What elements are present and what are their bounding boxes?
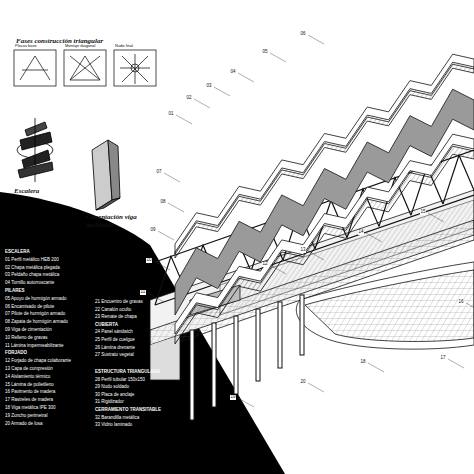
roof-layers (175, 54, 474, 344)
leader-line (308, 383, 324, 392)
legend-item: 12 Forjado de chapa colaborante (5, 359, 71, 364)
leader-line (270, 53, 286, 62)
legend-item: 26 Lámina drenante (95, 346, 135, 351)
legend-item: FORJADO (5, 351, 27, 356)
legend-item: CUBIERTA (95, 323, 118, 328)
callout-number: 13 (300, 248, 306, 253)
legend-item: 14 Aislamiento térmico (5, 375, 50, 380)
legend-item: 16 Pavimento de madera (5, 390, 55, 395)
legend-item: 10 Relleno de gravas (5, 336, 48, 341)
callout-number: 11 (140, 290, 146, 295)
legend-item: 13 Capa de compresión (5, 367, 53, 372)
truss-diagonal (443, 155, 474, 204)
callout-number: 17 (440, 356, 446, 361)
leader-line (194, 99, 210, 108)
callout-number: 04 (230, 70, 236, 75)
callout-number: 08 (160, 200, 166, 205)
legend-item: PILARES (5, 289, 25, 294)
legend-item: 27 Sustrato vegetal (95, 353, 134, 358)
legend-item: 05 Apoyo de hormigón armado (5, 297, 67, 302)
leader-line (308, 251, 324, 260)
callout-number: 18 (360, 360, 366, 365)
legend-item: Placas base (15, 44, 37, 48)
legend-item: 30 Placa de anclaje (95, 393, 134, 398)
legend-item: 18 Viga metálica IPE 300 (5, 406, 55, 411)
callout-number: 19 (230, 395, 236, 400)
pillar (300, 295, 304, 355)
pillar (278, 302, 282, 368)
legend-item: 33 Vidrio laminado (95, 423, 132, 428)
legend-item: 17 Rastreles de madera (5, 398, 53, 403)
callout-number: 09 (150, 228, 156, 233)
legend-item: 25 Perfil de cuelgue (95, 338, 135, 343)
leader-line (158, 231, 174, 240)
legend-item: ESCALERA (5, 250, 30, 255)
callout-number: 02 (186, 96, 192, 101)
legend-item: 11 Lámina impermeabilizante (5, 344, 63, 349)
legend-item: 20 Armado de losa (5, 422, 43, 427)
callout-number: 07 (156, 170, 162, 175)
leader-line (214, 87, 230, 96)
legend-item: 15 Lámina de polietileno (5, 383, 54, 388)
legend-item: 01 Perfil metálico HEB 200 (5, 258, 59, 263)
legend-item: 28 Perfil tubular 150x150 (95, 378, 145, 383)
callout-number: 14 (358, 230, 364, 235)
callout-number: 10 (146, 258, 152, 263)
pillar (190, 330, 194, 420)
roof-layer (175, 89, 474, 315)
leader-line (308, 35, 324, 44)
legend-item: 03 Peldaño chapa metálica (5, 273, 59, 278)
legend-item: 08 Zapata de hormigón armado (5, 320, 68, 325)
leader-line (238, 398, 254, 407)
callout-number: 03 (206, 84, 212, 89)
stair-sketch (17, 118, 53, 182)
pillar (212, 323, 216, 407)
callout-number: 06 (300, 32, 306, 37)
callout-number: 05 (262, 50, 268, 55)
leader-line (466, 303, 474, 312)
legend-item: 04 Tornillo autorroscante (5, 281, 54, 286)
section-heading: Cimentación viga inclinada (86, 214, 156, 229)
legend-item: 07 Pilote de hormigón armado (5, 312, 65, 317)
legend-item: 31 Rigidizador (95, 400, 124, 405)
legend-item: 24 Panel sándwich (95, 330, 133, 335)
legend-item: ESTRUCTURA TRIANGULADA (95, 370, 160, 375)
callout-number: 01 (168, 112, 174, 117)
roof-layer (175, 146, 474, 344)
leader-line (270, 265, 286, 274)
legend-item: 06 Encamisado de pilote (5, 305, 54, 310)
leader-line (154, 261, 170, 270)
leader-line (428, 213, 444, 222)
phase-sketches (14, 50, 156, 86)
pillar (234, 316, 238, 394)
leader-line (176, 115, 192, 124)
leader-line (168, 203, 184, 212)
pillar (256, 309, 260, 381)
legend-item: Nudo final (115, 44, 133, 48)
callout-number: 20 (300, 380, 306, 385)
section-heading: Escalera (14, 188, 39, 196)
leader-line (368, 363, 384, 372)
leader-line (448, 359, 464, 368)
leader-line (366, 233, 382, 242)
legend-item: CERRAMIENTO TRANSITABLE (95, 408, 161, 413)
legend-item: 32 Barandilla metálica (95, 416, 139, 421)
legend-item: 21 Encuentro de gravas (95, 300, 143, 305)
callout-number: 16 (458, 300, 464, 305)
legend-item: 02 Chapa metálica plegada (5, 266, 60, 271)
legend-item: 19 Zuncho perimetral (5, 414, 48, 419)
legend-item: 29 Nudo soldado (95, 385, 129, 390)
legend-item: 22 Canalón oculto (95, 308, 131, 313)
callout-number: 15 (420, 210, 426, 215)
leader-lines (148, 35, 474, 407)
callout-number: 12 (262, 262, 268, 267)
legend-item: 09 Viga de cimentación (5, 328, 52, 333)
legend-item: 23 Remate de chapa (95, 315, 137, 320)
leader-line (238, 73, 254, 82)
foundation-sketch (92, 140, 120, 210)
legend-item: Montaje diagonal (65, 44, 95, 48)
leader-line (164, 173, 180, 182)
leader-line (148, 293, 164, 302)
